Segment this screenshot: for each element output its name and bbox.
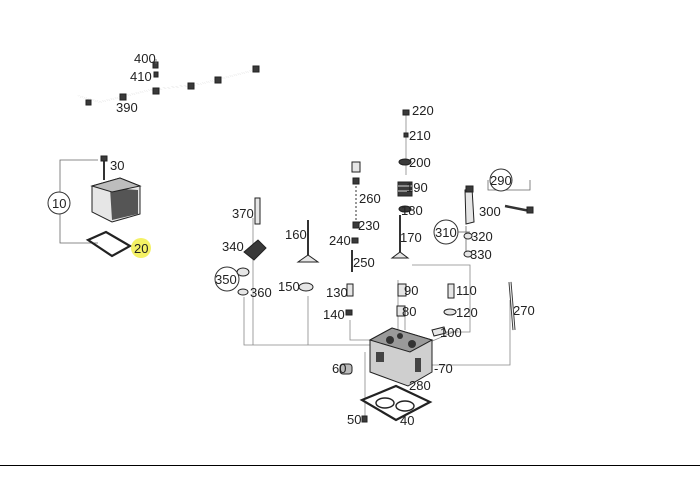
sleeve-and-pushrod: [443, 281, 516, 331]
callout-110: 110: [456, 283, 477, 298]
callout-130: 130: [326, 285, 348, 300]
callout-370: 370: [232, 206, 254, 221]
callout-20[interactable]: 20: [134, 241, 148, 256]
rocker-assembly: [214, 197, 267, 296]
callout-350: 350: [215, 272, 237, 287]
injector-group: [433, 168, 534, 258]
callout-190: 190: [406, 180, 428, 195]
callout-100: 100: [440, 325, 462, 340]
callout-410: 410: [130, 69, 152, 84]
callout-180: 180: [401, 203, 423, 218]
callout-290: 290: [490, 173, 512, 188]
callout-50: 50: [347, 412, 361, 427]
callout-10: 10: [52, 196, 66, 211]
callout-170: 170: [400, 230, 422, 245]
callout-360: 360: [250, 285, 272, 300]
callout-280: 280: [409, 378, 431, 393]
valve-160-group: [296, 220, 320, 292]
fuel-injection-line: [77, 61, 260, 108]
callout-310: 310: [435, 225, 457, 240]
callout-390: 390: [116, 100, 138, 115]
callout-circle-350: [214, 266, 240, 292]
guide-parts-90-80: [396, 283, 407, 317]
highlight-marker: [131, 238, 151, 258]
callout-70: -70: [434, 361, 453, 376]
callout-260: 260: [359, 191, 381, 206]
callout-circle-290: [489, 168, 513, 192]
valve-cover-group: [47, 155, 151, 258]
callout-120: 120: [456, 305, 478, 320]
callout-230: 230: [358, 218, 380, 233]
callout-320: 320: [471, 229, 493, 244]
callout-60: 60: [332, 361, 346, 376]
callout-40: 40: [400, 413, 414, 428]
callout-150: 150: [278, 279, 300, 294]
callout-340: 340: [222, 239, 244, 254]
callout-240: 240: [329, 233, 351, 248]
callout-330: 330: [470, 247, 492, 262]
inner-valve-stack: [345, 161, 361, 316]
callout-220: 220: [412, 103, 434, 118]
callout-200: 200: [409, 155, 431, 170]
callout-circle-10: [47, 191, 71, 215]
valve-train-stack: [390, 109, 413, 259]
callout-300: 300: [479, 204, 501, 219]
callout-250: 250: [353, 255, 375, 270]
cylinder-head: [339, 326, 447, 387]
callout-270: 270: [513, 303, 535, 318]
head-gasket: [359, 384, 433, 423]
callout-160: 160: [285, 227, 307, 242]
callout-80: 80: [402, 304, 416, 319]
callout-400: 400: [134, 51, 156, 66]
callout-90: 90: [404, 283, 418, 298]
callout-140: 140: [323, 307, 345, 322]
bottom-divider: [0, 465, 700, 466]
callout-30: 30: [110, 158, 124, 173]
callout-210: 210: [409, 128, 431, 143]
